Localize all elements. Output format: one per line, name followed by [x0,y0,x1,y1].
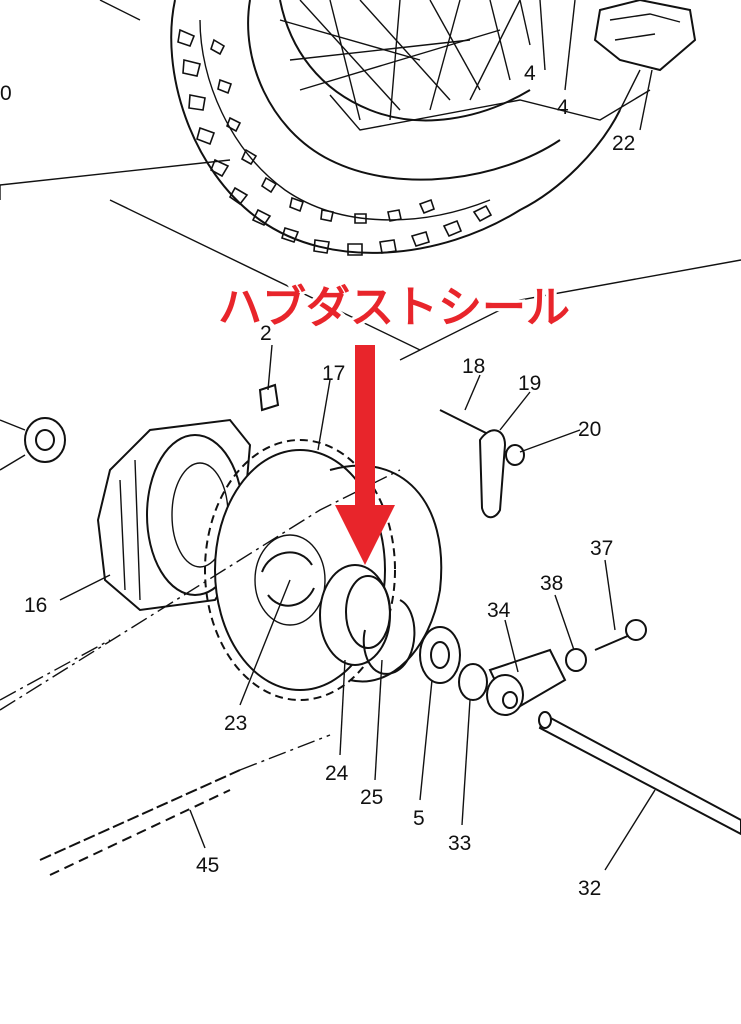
part-number-20: 20 [578,418,601,441]
hub-bolt [258,383,280,412]
chain-adjuster [486,648,567,716]
part-number-37: 37 [590,537,613,560]
part-number-33: 33 [448,832,471,855]
bearing [419,626,461,684]
hub-dust-seal [319,564,391,666]
drive-chain [39,769,241,876]
part-number-labels: 4 4 22 0 2 17 18 19 20 16 23 24 25 5 33 … [0,62,635,900]
tire-tread [177,28,493,256]
torque-bolt [439,409,491,436]
callout-arrow-icon [335,345,395,565]
brake-caliper [593,0,697,72]
part-number-38: 38 [540,572,563,595]
bolt [594,619,647,651]
part-number-18: 18 [462,355,485,378]
part-number-25: 25 [360,786,383,809]
axle [538,711,741,836]
part-number-4b: 4 [557,96,569,119]
part-number-23: 23 [224,712,247,735]
collar [458,663,488,701]
part-number-2: 2 [260,322,272,345]
part-number-16: 16 [24,594,47,617]
part-number-34: 34 [487,599,511,622]
part-number-17: 17 [322,362,345,385]
torque-plate [478,429,507,519]
part-number-19: 19 [518,372,541,395]
part-number-24: 24 [325,762,349,785]
part-number-0: 0 [0,82,12,105]
left-seal [24,417,66,463]
part-number-4a: 4 [524,62,536,85]
callout: ハブダストシール [215,279,573,565]
circlip [261,551,315,607]
tire [170,0,621,256]
leader-lines [0,0,656,871]
retaining-ring [362,599,416,675]
callout-label: ハブダストシール [218,282,570,333]
nut [565,648,587,672]
part-number-32: 32 [578,877,601,900]
wheel-spokes [279,0,546,121]
part-number-5: 5 [413,807,425,830]
frame-lines [0,0,741,361]
part-number-22: 22 [612,132,635,155]
part-number-45: 45 [196,854,219,877]
torque-nut [505,444,525,466]
